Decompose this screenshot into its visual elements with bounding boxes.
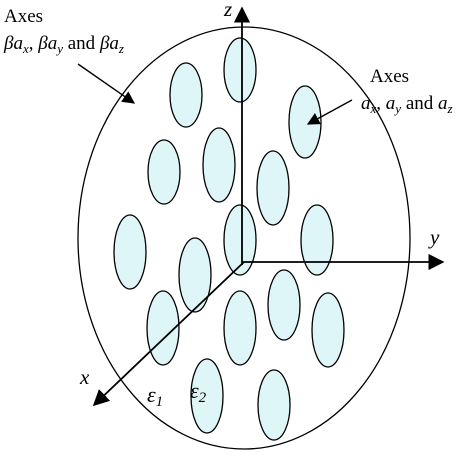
epsilon-2-label: ε2 [190, 378, 207, 406]
inclusion [190, 358, 224, 434]
outer-axes-expression: βax, βay and βaz [3, 33, 124, 56]
host-medium-ellipse [77, 26, 411, 450]
inclusion [256, 150, 290, 226]
inclusion [257, 369, 291, 441]
outer-axes-pointer-arrow [77, 63, 136, 104]
inclusion [300, 204, 334, 276]
x-axis [92, 261, 245, 407]
epsilon-1-label: ε1 [147, 382, 163, 410]
inclusion [311, 292, 345, 368]
inclusion [267, 269, 301, 341]
inclusion [202, 127, 236, 203]
inclusion [223, 204, 257, 276]
y-axis-label: y [428, 225, 440, 249]
x-axis-label: x [79, 365, 90, 389]
inclusion [223, 290, 257, 366]
outer-axes-title: Axes [4, 6, 43, 27]
inclusions-group [113, 37, 345, 441]
inclusion [178, 237, 212, 313]
inclusion [169, 62, 203, 128]
inner-axes-expression: ax, ay and az [361, 93, 453, 116]
inclusion [288, 85, 322, 159]
z-axis-label: z [223, 0, 232, 21]
inclusion [147, 139, 181, 205]
inner-axes-pointer-arrow [306, 99, 353, 125]
inclusion [113, 214, 147, 290]
inner-axes-title: Axes [370, 66, 409, 87]
inclusion [223, 37, 257, 103]
